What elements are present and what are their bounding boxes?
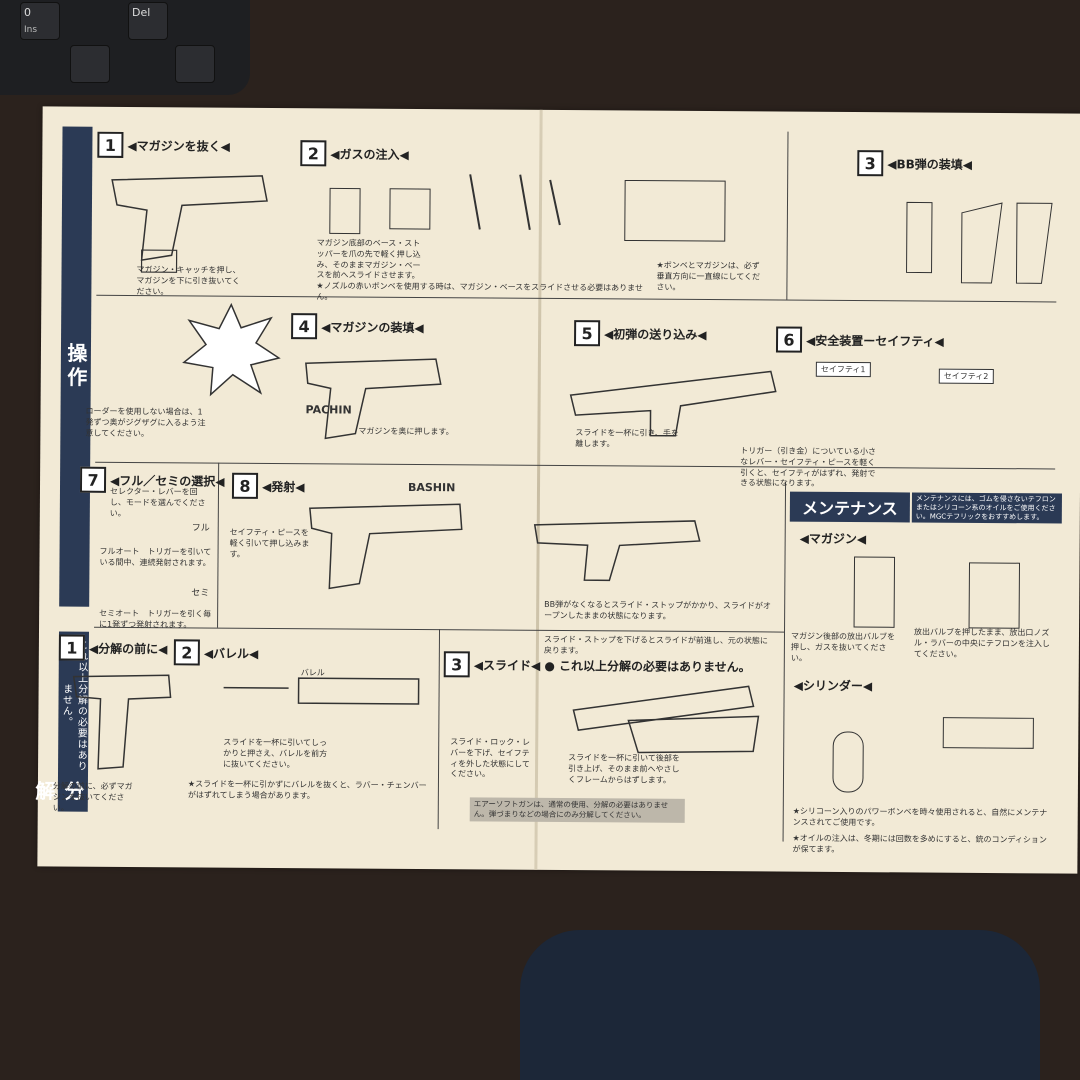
slide-open-illustration [533, 520, 701, 582]
caption: ★ボンベとマガジンは、必ず垂直方向に一直線にしてください。 [656, 260, 761, 292]
caption: ★オイルの注入は、冬期には回数を多めにすると、銃のコンディションが保てます。 [792, 833, 1047, 854]
caption: マガジン底部のベース・ストッパーを爪の先で軽く押し込み、そのままマガジン・ベース… [316, 238, 421, 281]
key-delete: Del [128, 2, 168, 40]
divider [782, 481, 787, 842]
bb-loader-illustration [906, 201, 1053, 284]
caption: スライドを一杯に引いて後部を引き上げ、そのまま前へやさしくフレームからはずします… [567, 753, 680, 785]
instruction-sheet: 操作 分解 これ以上分解の必要はありません。 1◀マガジンを抜く◀ 2◀ガスの注… [32, 106, 1080, 874]
keyboard: 0 Ins Del [0, 0, 250, 95]
background-cloth [520, 930, 1040, 1080]
maintenance-note: メンテナンスには、ゴムを侵さないテフロンまたはシリコーン系のオイルをご使用くださ… [911, 492, 1062, 524]
pistol-illustration [111, 175, 268, 273]
divider [95, 461, 1056, 470]
divider [437, 629, 441, 830]
pistol-illustration [72, 674, 172, 770]
caption: ★シリコーン入りのパワーボンベを時々使用されると、自然にメンテナンスされてご使用… [792, 806, 1048, 828]
key-blank [175, 45, 215, 83]
semi-label: セミ [191, 588, 210, 599]
caption: マガジン後部の放出バルブを押し、ガスを抜いてください。 [790, 631, 896, 663]
caption: ローダーを使用しない場合は、1発ずつ奥がジグザグに入るよう注意してください。 [85, 406, 206, 438]
barrel-removal-illustration [223, 677, 420, 705]
caption: セミオート トリガーを引く毎に1発ずつ発射されます。 [99, 608, 212, 630]
section-gas-fill: 2◀ガスの注入◀ [300, 140, 409, 167]
caption: 分解の前に、必ずマガジンを抜いてください。 [52, 781, 133, 813]
disassembly-warning: エアーソフトガンは、通常の使用、分解の必要はありません。弾づまりなどの場合にのみ… [469, 797, 685, 823]
full-label: フル [191, 523, 210, 534]
caption: トリガー（引き金）についている小さなレバー・セイフティ・ピースを軽く引くと、セイ… [740, 446, 877, 489]
caption: スライド・ロック・レバーを下げ、セイフティを外した状態にしてください。 [449, 737, 531, 779]
section-safety: 6◀安全装置ーセイフティ◀ [775, 326, 944, 354]
cylinder-illustration [832, 717, 1034, 793]
sidebar-operation: 操作 [59, 126, 93, 607]
caption: BB弾がなくなるとスライド・ストップがかかり、スライドがオープンしたままの状態に… [544, 599, 771, 621]
firing-illustration [309, 503, 463, 590]
key-blank [70, 45, 110, 83]
key-insert: 0 Ins [20, 2, 60, 40]
maintenance-magazine-illustration [853, 556, 1021, 629]
caption: ★ノズルの赤いボンベを使用する時は、マガジン・ベースをスライドさせる必要はありま… [316, 281, 643, 302]
section-barrel: 2◀バレル◀ [173, 639, 259, 666]
safety1-tag: セイフティ1 [815, 361, 871, 378]
caption: スライドを一杯に引いてしっかりと押さえ、バレルを前方に抜いてください。 [223, 737, 328, 769]
maintenance-title: メンテナンス [789, 491, 910, 523]
slide-removal-illustration [572, 685, 760, 754]
caption: セレクター・レバーを回し、モードを選んでください。 [109, 486, 206, 518]
caption: フルオート トリガーを引いている間中、連続発射されます。 [99, 546, 212, 568]
safety2-tag: セイフティ2 [938, 368, 994, 385]
caption: スライド・ストップを下げるとスライドが前進し、元の状態に戻ります。 [543, 634, 768, 655]
warning-burst [182, 302, 281, 397]
slide-rack-illustration [569, 370, 777, 437]
divider [786, 131, 789, 300]
caption: ★スライドを一杯に引かずにバレルを抜くと、ラバー・チェンバーがはずれてしまう場合… [187, 779, 427, 801]
gas-fill-illustration [329, 174, 726, 242]
magazine-insert-illustration [305, 358, 442, 440]
